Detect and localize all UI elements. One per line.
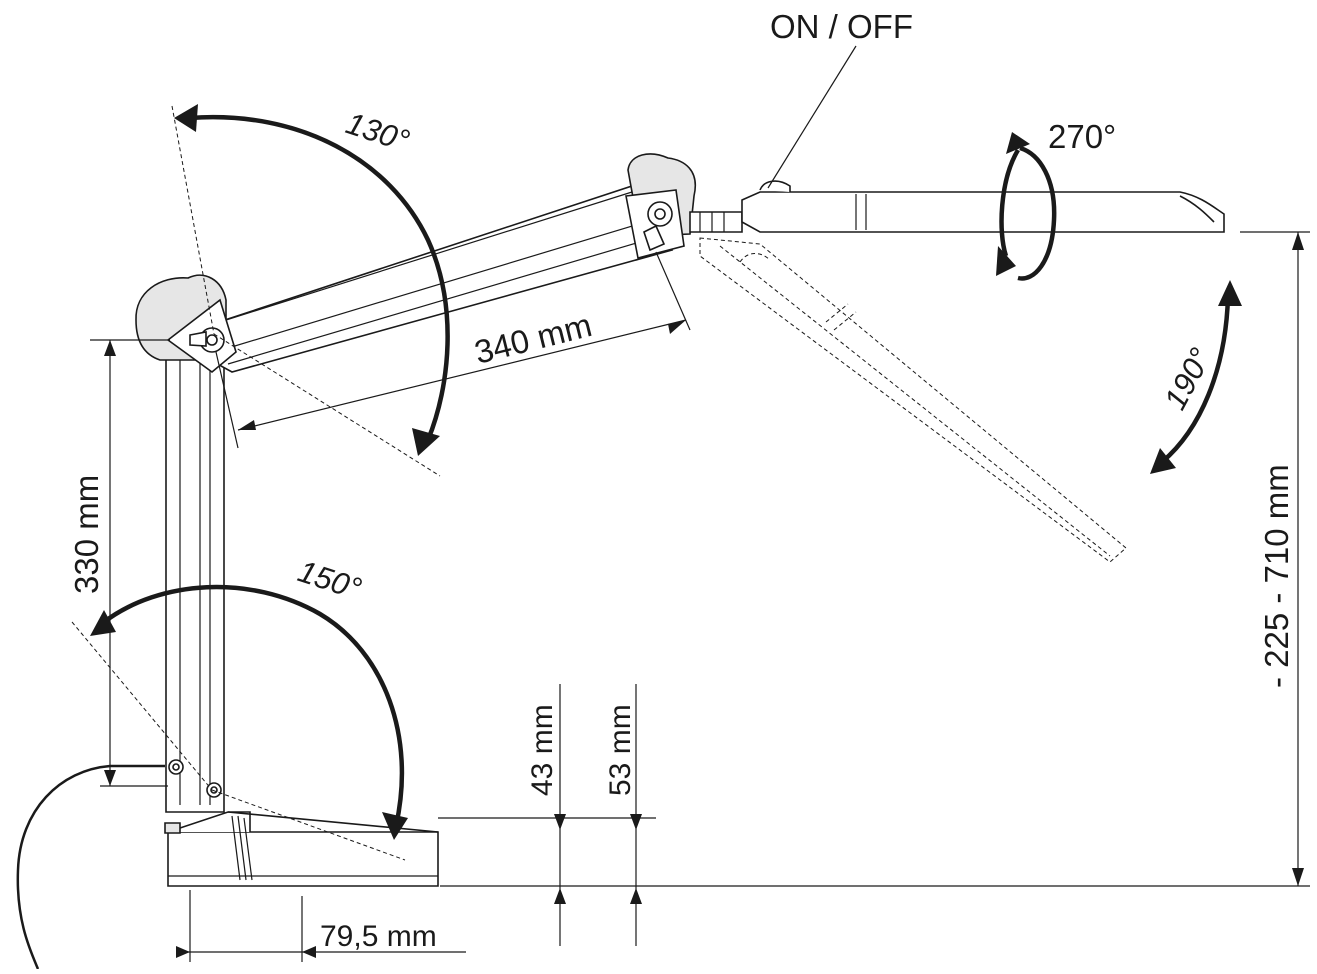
base-height-large-label: 53 mm <box>604 704 637 796</box>
lower-arm-length-label: 330 mm <box>68 475 105 594</box>
lamp-head-tilted <box>699 237 1127 563</box>
lamp-head <box>689 180 1225 233</box>
curved-arrow-icon <box>90 104 1242 840</box>
base-height-small-label: 43 mm <box>526 704 559 796</box>
upper-joint-angle-label: 130° <box>342 105 414 158</box>
dimension-labels: ON / OFF 270° 130° 150° 190° 340 mm 330 … <box>68 8 1295 953</box>
lower-arm <box>165 351 225 813</box>
lamp-base <box>164 811 439 887</box>
upper-arm-length-label: 340 mm <box>471 306 596 371</box>
guide-lines <box>71 105 691 861</box>
base-offset-label: 79,5 mm <box>320 920 437 953</box>
switch-label: ON / OFF <box>770 8 913 45</box>
upper-arm <box>135 153 697 374</box>
power-cord <box>16 764 165 970</box>
dimension-lines <box>90 45 1310 962</box>
base-joint-angle-label: 150° <box>294 553 366 606</box>
head-rotation-label: 270° <box>1048 118 1116 155</box>
height-range-label: - 225 - 710 mm <box>1258 464 1295 688</box>
head-tilt-angle-label: 190° <box>1157 342 1218 415</box>
